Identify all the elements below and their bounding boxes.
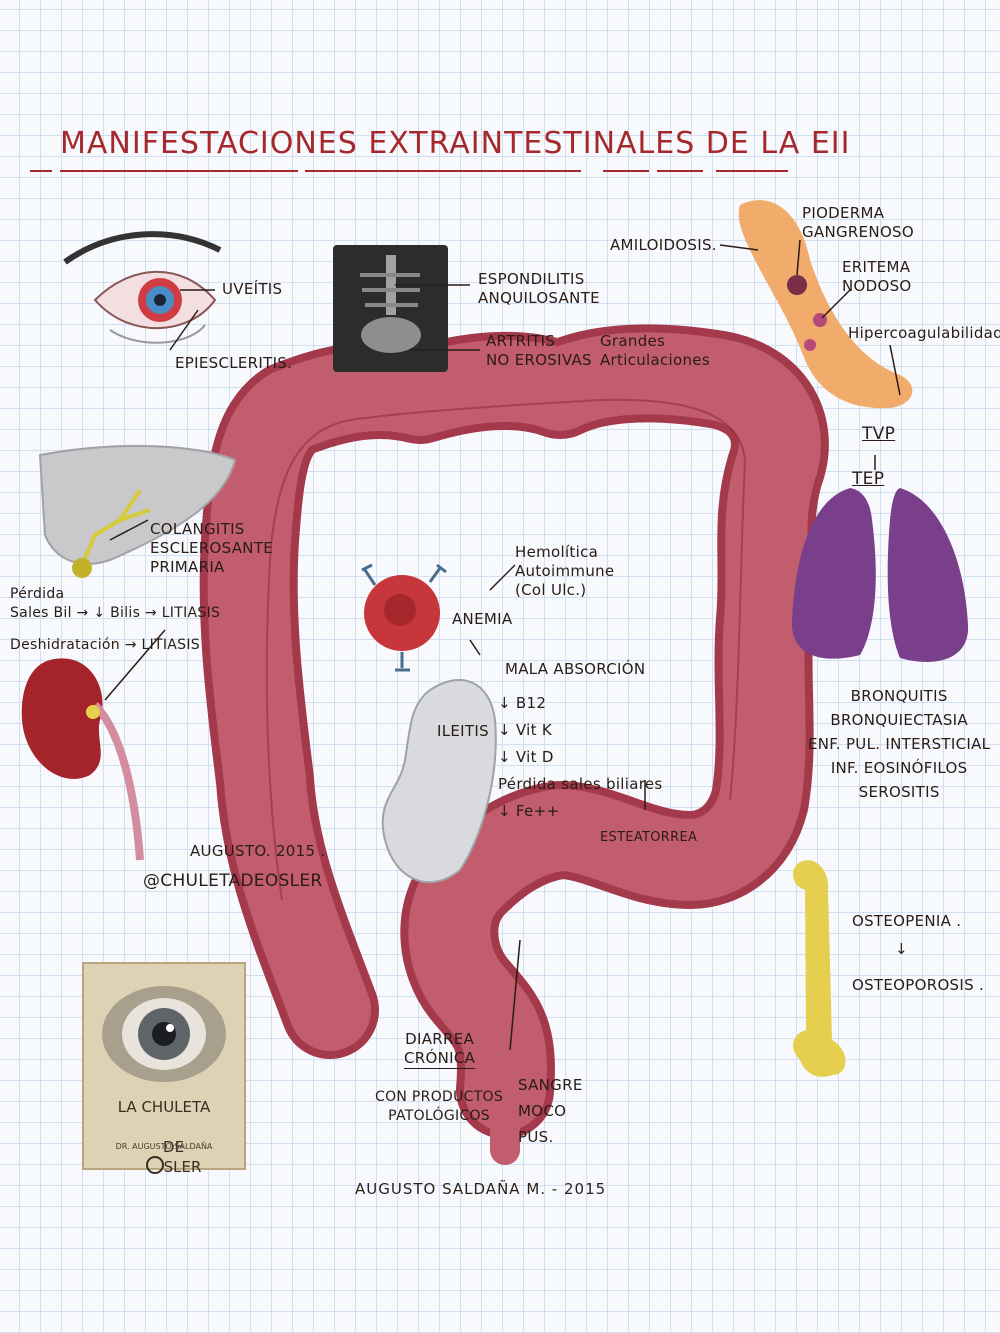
stomach-illustration — [381, 679, 497, 884]
xray-illustration — [333, 245, 448, 372]
logo-card: LA CHULETA DE SLER DR. AUGUSTO SALDAÑA — [82, 962, 246, 1176]
red-blood-cell-illustration — [361, 563, 447, 672]
label-productos: Con PRODUCTOS PATOLÓGICOS — [375, 1089, 504, 1124]
signature-date: AUGUSTO. 2015 . — [190, 842, 326, 860]
lungs-illustration — [791, 488, 969, 662]
label-episcleritis: EPIESCLERITIS. — [175, 354, 293, 372]
label-malabsorcion-list: ↓ B12 ↓ Vit K ↓ Vit D Pérdida sales bili… — [498, 694, 663, 820]
logo-o-icon — [145, 1156, 164, 1174]
label-eritema: ERITEMA NODOSO — [842, 258, 912, 295]
label-lung-list: BRONQUITIS BRONQUIECTASIA ENF. PUL. INTE… — [808, 687, 991, 801]
label-colangitis: COLANGITIS ESCLEROSANTE PRIMARIA — [150, 520, 274, 576]
title-underline — [30, 170, 52, 172]
label-grandes-articulaciones: Grandes Articulaciones — [600, 332, 710, 369]
label-hipercoagulabilidad: Hipercoagulabilidad — [848, 324, 1000, 342]
logo-byline: DR. AUGUSTO SALDAÑA — [115, 1142, 213, 1151]
kidney-illustration — [21, 658, 144, 861]
bone-arrow: ↓ — [895, 940, 908, 958]
page-title: MANIFESTACIONES EXTRAINTESTINALES DE LA … — [60, 126, 851, 161]
label-tep: TEP — [852, 469, 885, 489]
logo-line1: LA CHULETA — [117, 1098, 211, 1116]
label-diarrea: DIARREA CRÓNICA — [404, 1030, 476, 1069]
author-credit: AUGUSTO SALDAÑA M. - 2015 — [355, 1180, 607, 1198]
label-pioderma: PIODERMA GANGRENOSO — [802, 204, 914, 241]
label-osteoporosis: OSTEOPOROSIS . — [852, 976, 985, 994]
eye-illustration — [63, 231, 222, 344]
logo-line2: DE SLER — [84, 1120, 244, 1194]
label-tvp: TVP — [862, 424, 896, 444]
label-perdida-sales: Pérdida Sales Bil → ↓ Bilis → LITIASIS — [10, 586, 221, 621]
title-underline — [305, 170, 581, 172]
title-underline — [657, 170, 703, 172]
title-underline — [60, 170, 298, 172]
title-underline — [716, 170, 788, 172]
label-espondilitis: ESPONDILITIS ANQUILOSANTE — [478, 270, 600, 307]
label-amiloidosis: AMILOIDOSIS. — [610, 236, 717, 254]
label-artritis: ARTRITIS NO EROSIVAS — [486, 332, 592, 369]
bone-illustration — [793, 860, 846, 1077]
label-mala-absorcion: MALA ABSORCIÓN — [505, 660, 646, 678]
label-osteopenia: OSTEOPENIA . — [852, 912, 962, 930]
label-deshidratacion: Deshidratación → LITIASIS — [10, 637, 200, 653]
label-hemolitica: Hemolítica Autoimmune (Col Ulc.) — [515, 543, 615, 599]
logo-sler: SLER — [163, 1158, 202, 1176]
label-esteatorrea: ESTEATORREA — [600, 830, 698, 845]
label-uveitis: UVEÍTIS — [222, 280, 283, 298]
signature-handle: @CHULETADEOSLER — [143, 871, 323, 891]
label-sangre-moco-pus: SANGRE MOCO PUS. — [518, 1076, 583, 1146]
label-anemia: ANEMIA — [452, 610, 513, 628]
eye-logo-icon — [102, 986, 226, 1082]
title-underline — [603, 170, 649, 172]
label-ileitis: ILEITIS — [437, 722, 489, 740]
logo-de: DE — [163, 1138, 185, 1156]
